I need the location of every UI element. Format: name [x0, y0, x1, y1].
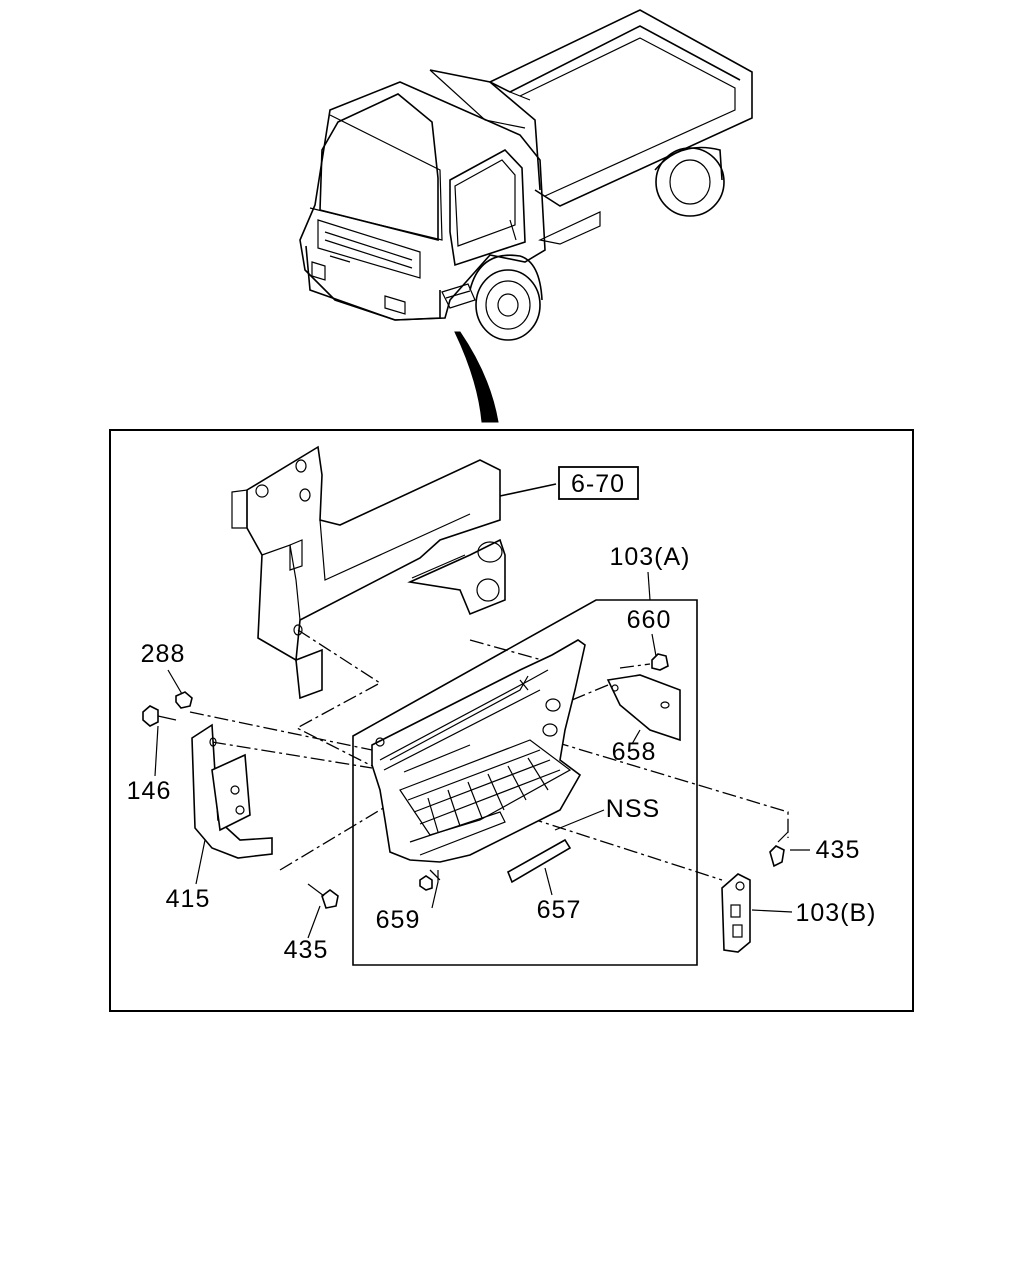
pad-657 [506, 838, 572, 884]
callout-658: 658 [612, 738, 657, 766]
subassembly-box [352, 599, 698, 966]
step-assembly [371, 639, 586, 863]
frame-bracket [231, 445, 506, 700]
callout-103b: 103(B) [795, 899, 876, 927]
bracket-415 [191, 723, 273, 859]
pointer-arrow [454, 331, 499, 423]
clip-658 [606, 674, 681, 742]
callout-660: 660 [627, 606, 672, 634]
callout-146: 146 [127, 777, 172, 805]
screw-435-right [769, 845, 785, 868]
nut-288 [175, 691, 193, 709]
callout-nss: NSS [606, 795, 660, 823]
leader-lines [154, 571, 810, 939]
callout-435-left: 435 [284, 936, 329, 964]
bolt-146 [142, 705, 177, 727]
detail-frame [109, 429, 914, 1012]
callout-657: 657 [537, 896, 582, 924]
truck-illustration [299, 9, 753, 341]
callout-288: 288 [141, 640, 186, 668]
bolt-660 [651, 653, 669, 671]
nut-659 [419, 875, 433, 891]
screw-435-left [321, 889, 339, 909]
reference-box [558, 466, 639, 500]
callout-103a: 103(A) [609, 543, 690, 571]
callout-415: 415 [166, 885, 211, 913]
plate-103b [721, 873, 751, 953]
reference-label: 6-70 [571, 470, 625, 498]
callout-435-right: 435 [816, 836, 861, 864]
callout-659: 659 [376, 906, 421, 934]
